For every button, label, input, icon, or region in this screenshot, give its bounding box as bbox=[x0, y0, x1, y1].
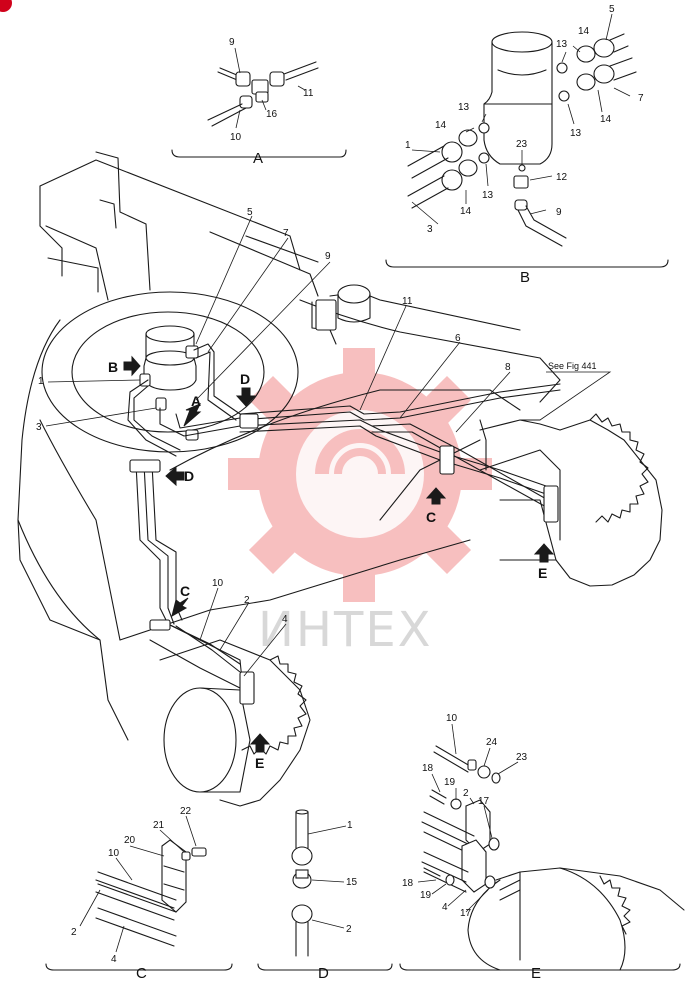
callout-b-14c: 14 bbox=[435, 120, 447, 131]
callout-b-14: 14 bbox=[578, 26, 590, 37]
svg-text:A: A bbox=[191, 393, 201, 409]
callout-c-2: 2 bbox=[71, 927, 77, 938]
callout-b-5: 5 bbox=[609, 4, 615, 15]
view-a-detail: 9 11 16 10 A bbox=[171, 37, 347, 167]
callout-main-5: 5 bbox=[247, 207, 253, 218]
corner-badge bbox=[0, 0, 12, 12]
callout-e-2: 2 bbox=[463, 788, 469, 799]
hose-clamp-c-right bbox=[439, 445, 455, 475]
view-d-detail: 1 15 2 D bbox=[257, 809, 393, 982]
callout-d-1: 1 bbox=[347, 820, 353, 831]
svg-text:C: C bbox=[180, 583, 190, 599]
callout-c-4: 4 bbox=[111, 954, 117, 965]
hose-clamp-d bbox=[129, 459, 161, 473]
callout-main-10: 10 bbox=[212, 578, 224, 589]
callout-main-6: 6 bbox=[455, 333, 461, 344]
view-c-label: C bbox=[136, 965, 147, 982]
view-e-detail: 10 24 23 18 19 2 17 18 19 4 17 E bbox=[399, 713, 685, 982]
hose-clamp-d-top bbox=[239, 413, 259, 429]
callout-b-7: 7 bbox=[638, 93, 644, 104]
main-assembly: See Fig 441 5 7 9 1 3 11 6 8 10 2 4 B A … bbox=[17, 151, 663, 807]
watermark-text: ИНТЕХ bbox=[258, 602, 433, 658]
callout-b-3: 3 bbox=[427, 224, 433, 235]
callout-main-2: 2 bbox=[244, 595, 250, 606]
callout-main-7: 7 bbox=[283, 228, 289, 239]
fitting-nut bbox=[235, 71, 251, 87]
view-d-label: D bbox=[318, 965, 329, 982]
callout-main-4: 4 bbox=[282, 614, 288, 625]
callout-e-18: 18 bbox=[422, 763, 434, 774]
callout-b-13: 13 bbox=[556, 39, 568, 50]
callout-e-19: 19 bbox=[444, 777, 456, 788]
svg-text:C: C bbox=[426, 509, 436, 525]
callout-main-9: 9 bbox=[325, 251, 331, 262]
view-a-label: A bbox=[253, 150, 263, 167]
callout-main-1: 1 bbox=[38, 376, 44, 387]
bulkhead-plate-right bbox=[543, 485, 559, 523]
callout-main-11: 11 bbox=[402, 296, 413, 307]
callout-e-17: 17 bbox=[478, 796, 490, 807]
callout-e-17b: 17 bbox=[460, 908, 472, 919]
callout-b-14b: 14 bbox=[600, 114, 612, 125]
direction-arrow-e-left: E bbox=[249, 733, 271, 771]
callout-c-20: 20 bbox=[124, 835, 136, 846]
view-c-detail: 22 21 20 10 2 4 C bbox=[45, 806, 233, 982]
hydraulic-hose-bundle bbox=[127, 343, 561, 701]
direction-arrow-a: A bbox=[183, 393, 202, 427]
callout-e-10: 10 bbox=[446, 713, 458, 724]
callout-d-2: 2 bbox=[346, 924, 352, 935]
callout-a-11: 11 bbox=[303, 88, 314, 99]
direction-arrow-e-right: E bbox=[533, 543, 555, 581]
callout-b-23: 23 bbox=[516, 139, 528, 150]
callout-c-10: 10 bbox=[108, 848, 120, 859]
callout-a-16: 16 bbox=[266, 109, 278, 120]
view-e-label: E bbox=[531, 965, 541, 982]
direction-arrow-d-top: D bbox=[235, 371, 257, 407]
callout-d-15: 15 bbox=[346, 877, 358, 888]
direction-arrow-c-left: C bbox=[171, 583, 190, 618]
direction-arrow-b: B bbox=[108, 355, 141, 377]
callout-c-22: 22 bbox=[180, 806, 192, 817]
callout-c-21: 21 bbox=[153, 820, 165, 831]
callout-a-10: 10 bbox=[230, 132, 242, 143]
callout-b-9: 9 bbox=[556, 207, 562, 218]
callout-a-9: 9 bbox=[229, 37, 235, 48]
callout-b-13d: 13 bbox=[482, 190, 494, 201]
svg-text:D: D bbox=[240, 371, 250, 387]
svg-text:E: E bbox=[538, 565, 547, 581]
callout-e-19b: 19 bbox=[420, 890, 432, 901]
callout-e-24: 24 bbox=[486, 737, 498, 748]
callout-b-12: 12 bbox=[556, 172, 568, 183]
callout-e-23: 23 bbox=[516, 752, 528, 763]
svg-text:E: E bbox=[255, 755, 264, 771]
callout-b-1: 1 bbox=[405, 140, 411, 151]
view-b-label: B bbox=[520, 269, 530, 286]
callout-e-4: 4 bbox=[442, 902, 448, 913]
callout-main-8: 8 bbox=[505, 362, 511, 373]
see-fig-note: See Fig 441 bbox=[548, 361, 597, 371]
hose-clamp-c-left bbox=[149, 619, 171, 631]
callout-main-3: 3 bbox=[36, 422, 42, 433]
svg-text:D: D bbox=[184, 468, 194, 484]
direction-arrow-d-side: D bbox=[165, 465, 194, 487]
callout-b-13b: 13 bbox=[570, 128, 582, 139]
callout-e-18b: 18 bbox=[402, 878, 414, 889]
callout-b-13c: 13 bbox=[458, 102, 470, 113]
watermark-gear-logo bbox=[228, 348, 492, 602]
callout-b-14d: 14 bbox=[460, 206, 472, 217]
direction-arrow-c-right: C bbox=[425, 487, 447, 525]
bulkhead-plate-left bbox=[239, 671, 255, 705]
view-b-detail: 5 14 13 7 13 14 13 1 14 23 12 13 3 14 9 … bbox=[385, 4, 669, 286]
svg-text:B: B bbox=[108, 359, 118, 375]
